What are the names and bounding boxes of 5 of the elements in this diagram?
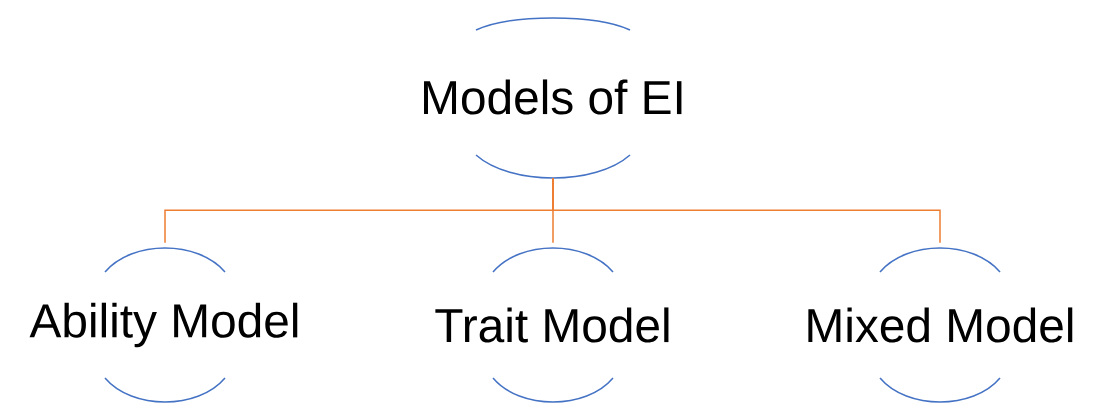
arc-framed-label: Trait Model	[435, 247, 669, 403]
arc-framed-label: Models of EI	[424, 17, 682, 179]
arc-framed-label: Ability Model	[29, 247, 298, 403]
connector-line	[552, 177, 941, 244]
arc-framed-label: Mixed Model	[808, 247, 1073, 403]
